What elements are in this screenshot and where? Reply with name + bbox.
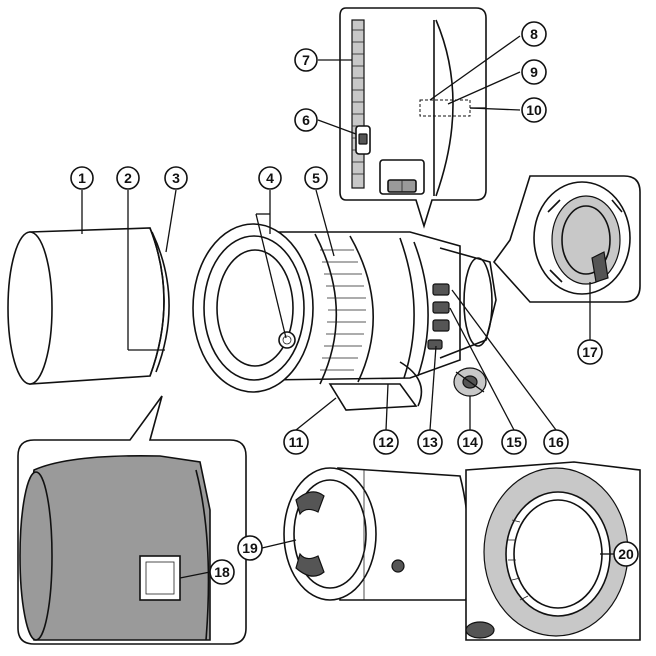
lens-body [192, 223, 497, 411]
callout-6: 6 [294, 108, 318, 132]
leader-lines [81, 189, 614, 579]
callout-18: 18 [209, 559, 235, 585]
svg-text:13: 13 [422, 434, 438, 450]
svg-text:9: 9 [530, 64, 538, 80]
callout-4: 4 [258, 166, 282, 190]
svg-text:14: 14 [462, 434, 478, 450]
callout-13: 13 [417, 429, 443, 455]
svg-text:6: 6 [302, 112, 310, 128]
callout-2: 2 [116, 166, 140, 190]
svg-text:10: 10 [526, 102, 542, 118]
svg-text:19: 19 [242, 540, 258, 556]
svg-text:16: 16 [548, 434, 564, 450]
svg-text:17: 17 [582, 344, 598, 360]
callout-17: 17 [577, 339, 603, 365]
callout-9: 9 [521, 59, 547, 85]
callout-14: 14 [457, 429, 483, 455]
hood-detail-box [17, 395, 247, 645]
svg-text:11: 11 [289, 434, 304, 450]
front-cap-view [283, 467, 470, 601]
svg-text:3: 3 [172, 170, 180, 186]
lens-hood [7, 227, 170, 385]
callout-1: 1 [70, 166, 94, 190]
rear-cap-view [465, 461, 641, 641]
callout-8: 8 [521, 21, 547, 47]
svg-text:15: 15 [506, 434, 522, 450]
svg-text:2: 2 [124, 170, 132, 186]
callout-11: 11 [283, 429, 309, 455]
callout-3: 3 [164, 166, 188, 190]
svg-text:1: 1 [78, 170, 86, 186]
svg-text:18: 18 [214, 564, 230, 580]
svg-text:7: 7 [302, 52, 310, 68]
callout-5: 5 [304, 166, 328, 190]
callout-15: 15 [501, 429, 527, 455]
callout-19: 19 [237, 535, 263, 561]
svg-text:5: 5 [312, 170, 320, 186]
svg-text:12: 12 [378, 434, 394, 450]
callout-20: 20 [613, 541, 639, 567]
callout-12: 12 [373, 429, 399, 455]
mount-detail-box [492, 175, 641, 340]
svg-text:8: 8 [530, 26, 538, 42]
switch-detail-box [317, 7, 521, 229]
callout-10: 10 [521, 97, 547, 123]
callout-16: 16 [543, 429, 569, 455]
svg-text:4: 4 [266, 170, 274, 186]
svg-text:20: 20 [618, 546, 634, 562]
callout-7: 7 [294, 48, 318, 72]
